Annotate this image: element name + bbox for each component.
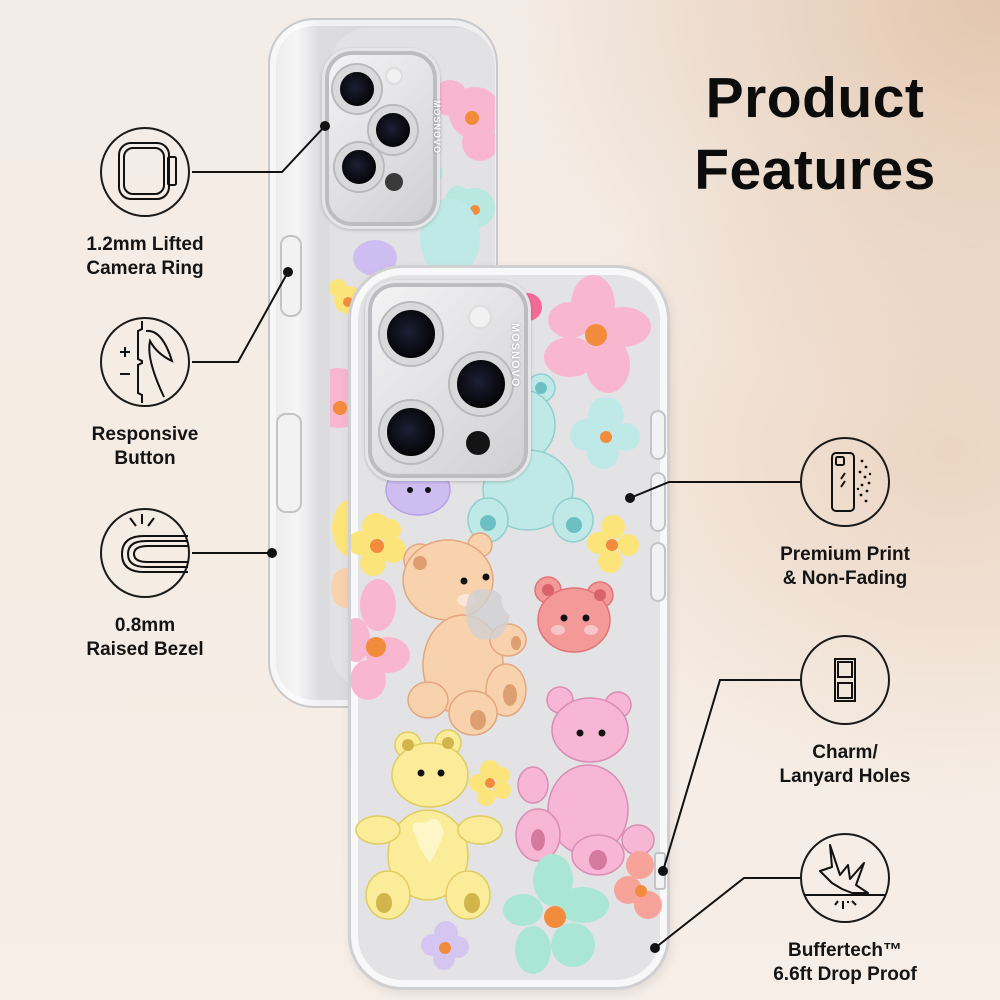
volume-up-button — [650, 472, 666, 532]
lidar-sensor — [466, 431, 490, 455]
feature-label: Responsive Button — [91, 424, 199, 469]
camera-ring-icon — [100, 127, 190, 217]
flash — [468, 305, 492, 329]
title-line-2: Features — [694, 138, 936, 202]
button-icon — [100, 317, 190, 407]
title-line-1: Product — [705, 66, 925, 130]
phone-case-front-view: MOSNOVO — [348, 265, 670, 990]
print-icon — [800, 437, 890, 527]
camera-lens — [335, 143, 383, 191]
side-button — [650, 410, 666, 460]
lanyard-hole — [654, 852, 666, 890]
feature-premium-print: Premium Print & Non-Fading — [745, 437, 945, 591]
feature-lanyard-holes: Charm/ Lanyard Holes — [745, 635, 945, 789]
camera-module — [365, 280, 531, 481]
bezel-icon — [100, 508, 190, 598]
feature-camera-ring: 1.2mm Lifted Camera Ring — [45, 127, 245, 281]
flash — [385, 67, 403, 85]
feature-raised-bezel: 0.8mm Raised Bezel — [45, 508, 245, 662]
brand-tag: MOSNOVO — [509, 323, 521, 388]
lanyard-holes-icon — [800, 635, 890, 725]
lidar-sensor — [385, 173, 403, 191]
camera-lens — [369, 106, 417, 154]
side-button — [280, 235, 302, 317]
feature-label: Buffertech™ 6.6ft Drop Proof — [773, 940, 917, 985]
volume-down-button — [650, 542, 666, 602]
brand-tag: MOSNOVO — [432, 100, 442, 155]
drop-impact-icon — [800, 833, 890, 923]
feature-label: Charm/ Lanyard Holes — [779, 742, 911, 787]
feature-drop-proof: Buffertech™ 6.6ft Drop Proof — [745, 833, 945, 987]
back-camera-module — [322, 48, 440, 229]
camera-lens — [333, 65, 381, 113]
feature-label: Premium Print & Non-Fading — [780, 544, 910, 589]
feature-label: 0.8mm Raised Bezel — [86, 615, 204, 660]
bear-flower-print — [351, 275, 662, 974]
camera-lens — [380, 303, 442, 365]
feature-responsive-button: Responsive Button — [45, 317, 245, 471]
camera-lens — [380, 401, 442, 463]
page-title: Product Features — [650, 62, 980, 206]
feature-label: 1.2mm Lifted Camera Ring — [86, 234, 204, 279]
camera-lens — [450, 353, 512, 415]
side-button — [276, 413, 302, 513]
